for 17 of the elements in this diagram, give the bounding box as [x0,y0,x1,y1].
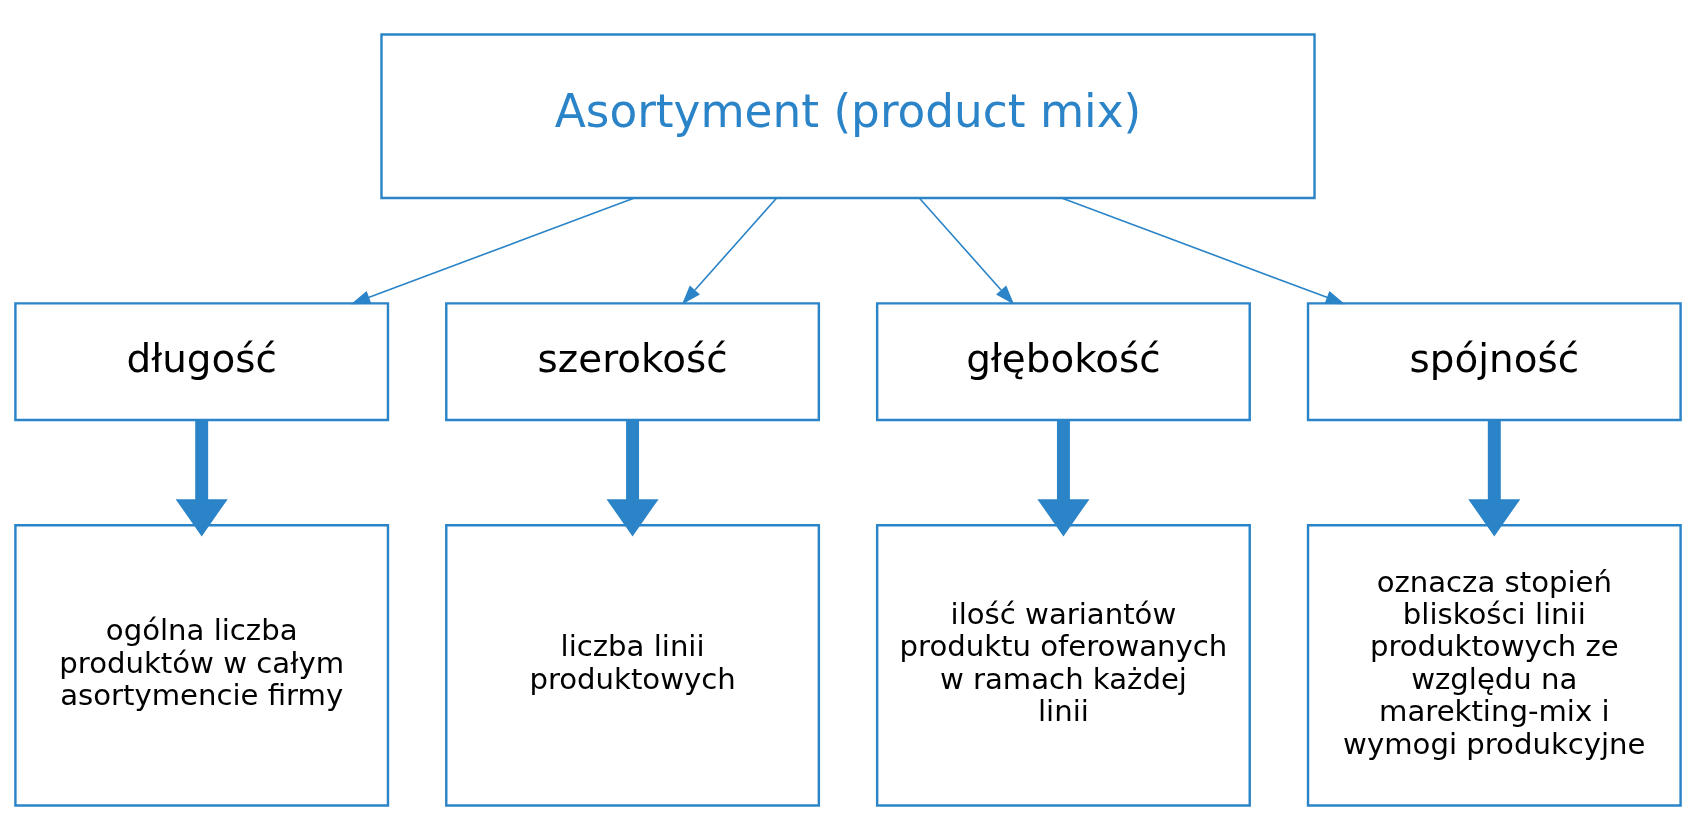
node-box: głębokość [875,302,1251,422]
node-box: ogólna liczba produktów w całym asortymencie firmy [14,524,390,807]
arrow [1468,420,1521,537]
arrow [918,197,1015,305]
node-box: ilość wariantów produktu oferowanych w ramach każdej linii [875,524,1251,807]
arrow [1037,420,1090,537]
arrow [175,420,228,537]
arrow [350,197,635,305]
node-box: długość [14,302,390,422]
node-box: szerokość [445,302,821,422]
node-box: Asortyment (product mix) [380,33,1316,200]
arrow [1061,197,1346,305]
node-box: liczba linii produktowych [445,524,821,807]
node-box: oznacza stopień bliskości linii produktowych ze względu na marekting-mix i wymogi produkcyjne [1306,524,1682,807]
node-box: spójność [1306,302,1682,422]
arrow [681,197,778,305]
arrow [606,420,659,537]
